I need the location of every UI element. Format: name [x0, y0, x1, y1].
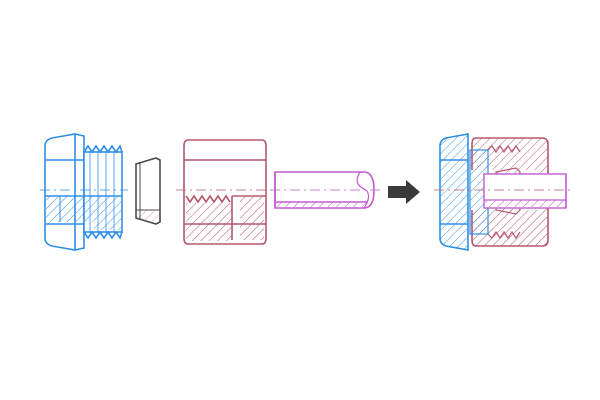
union-nut — [176, 139, 272, 245]
hex-plug — [40, 133, 128, 251]
tube — [270, 171, 380, 209]
assembled-fitting — [434, 133, 572, 251]
compression-ring — [135, 157, 161, 225]
direction-arrow — [388, 180, 420, 204]
